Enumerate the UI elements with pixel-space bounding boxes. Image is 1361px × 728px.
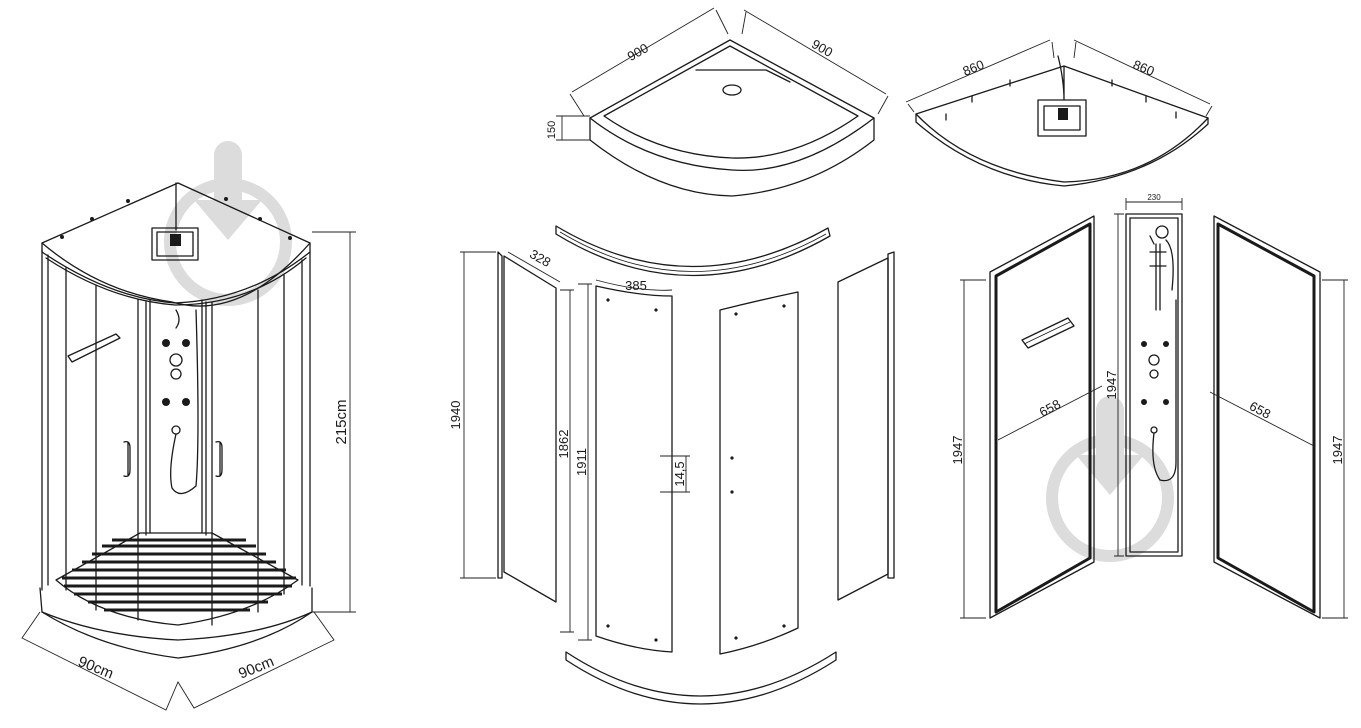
watermark-left [164, 141, 292, 306]
tray-left-label: 900 [625, 40, 651, 64]
handle-gap-label: 14,5 [672, 461, 687, 486]
tray-right-label: 900 [809, 36, 835, 60]
left-wall-width-label: 658 [1037, 396, 1063, 419]
left-wall-height-label: 1947 [950, 436, 965, 465]
column-width-label: 230 [1147, 193, 1161, 202]
fixed-width-label: 328 [527, 246, 553, 270]
column-height-label: 1947 [1104, 371, 1119, 400]
roof-left-label: 860 [960, 57, 986, 79]
tray-height-label: 150 [546, 121, 558, 139]
assembled-cabin: 215cm 90cm 90cm [21, 182, 356, 711]
door-height-b-label: 1911 [574, 448, 589, 476]
right-wall-height-label: 1947 [1330, 436, 1345, 465]
shower-tray: 900 900 150 [546, 7, 889, 197]
back-walls: 658 1947 230 1947 658 1947 [950, 193, 1348, 619]
roof-right-label: 860 [1131, 57, 1157, 79]
glass-panels: 1940 328 385 14,5 1862 1911 [448, 225, 895, 705]
width-left-label: 90cm [75, 653, 115, 683]
height-label: 215cm [333, 399, 350, 444]
watermark-right [1046, 396, 1174, 562]
roof-top: 860 860 [905, 39, 1213, 187]
fixed-height-label: 1940 [448, 401, 463, 430]
door-width-label: 385 [625, 278, 647, 293]
right-wall-width-label: 658 [1247, 398, 1273, 421]
door-height-a-label: 1862 [556, 430, 571, 459]
